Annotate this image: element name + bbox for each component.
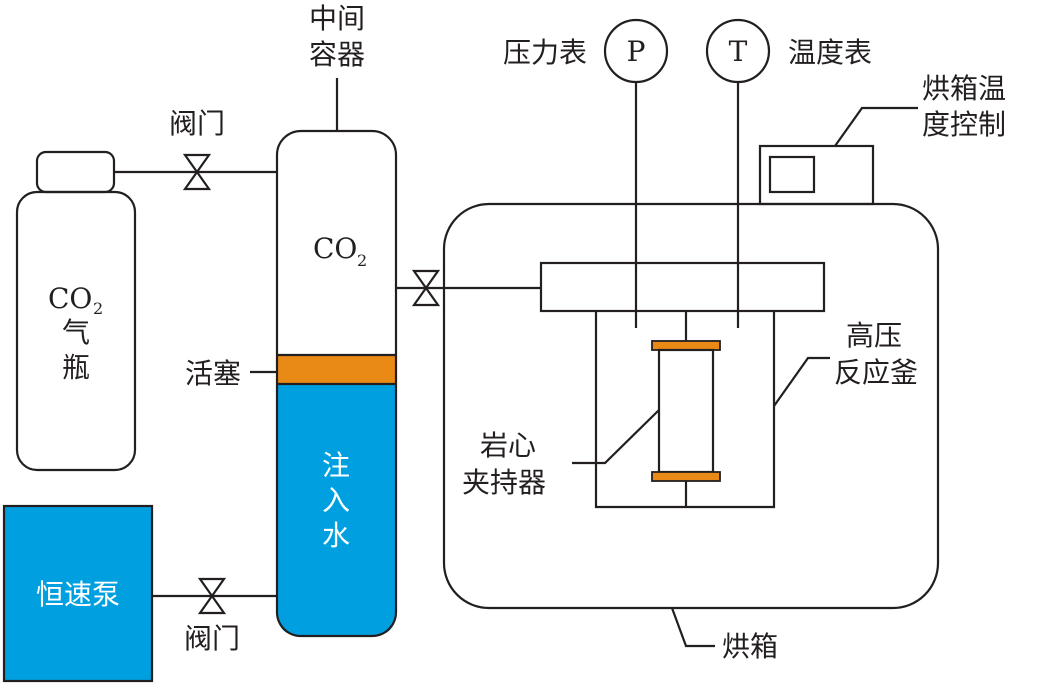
temperature-symbol: T <box>729 35 748 68</box>
pump-label: 恒速泵 <box>36 578 120 611</box>
water-label-ru: 入 <box>322 484 350 517</box>
oven-control-leader <box>834 106 918 147</box>
water-label-zhu: 注 <box>322 449 350 482</box>
container-gas-label: CO <box>313 232 357 265</box>
core-holder-top-cap <box>651 340 721 351</box>
core-holder-bottom-cap <box>651 471 721 482</box>
oven-control-label-line1: 烘箱温 <box>922 72 1006 105</box>
oven-control-label-line2: 度控制 <box>922 108 1006 141</box>
co2-bottle-label-ping: 瓶 <box>62 351 90 384</box>
high-pressure-reactor <box>539 261 826 509</box>
piston-label: 活塞 <box>185 357 241 390</box>
core-holder-label-leader <box>572 409 660 465</box>
constant-speed-pump <box>2 504 154 683</box>
container-label-line1: 中间 <box>309 2 365 35</box>
valve-bottom-icon <box>197 577 227 615</box>
water-label-shui: 水 <box>322 519 350 552</box>
core-holder <box>651 311 721 507</box>
pressure-symbol: P <box>627 35 646 68</box>
temperature-gauge-label: 温度表 <box>788 36 872 69</box>
water-bottom <box>277 600 396 636</box>
reactor-label-line2: 反应釜 <box>834 356 918 389</box>
co2-bottle-label-sub: 2 <box>93 299 103 318</box>
co2-bottle-label-co: CO <box>48 282 92 315</box>
oven-temp-display <box>768 155 816 194</box>
piston <box>277 355 396 384</box>
water-section <box>277 384 396 609</box>
oven <box>442 202 940 610</box>
oven-label-leader <box>670 607 715 648</box>
reactor-label-line1: 高压 <box>846 319 902 352</box>
valve-top-icon <box>182 153 212 191</box>
valve-top-label: 阀门 <box>169 107 225 140</box>
container-gas-sub: 2 <box>357 251 367 270</box>
oven-label: 烘箱 <box>722 630 778 663</box>
intermediate-container <box>275 129 398 638</box>
oven-temp-control <box>758 144 875 206</box>
container-label-line2: 容器 <box>309 38 365 71</box>
pressure-gauge-label: 压力表 <box>503 36 587 69</box>
valve-bottom-label: 阀门 <box>184 622 240 655</box>
reactor-label-leader <box>773 356 830 407</box>
core-holder-label-line2: 夹持器 <box>462 466 546 499</box>
co2-bottle-label-qi: 气 <box>62 316 90 349</box>
core-holder-label-line1: 岩心 <box>480 429 536 462</box>
valve-middle-icon <box>411 269 441 307</box>
